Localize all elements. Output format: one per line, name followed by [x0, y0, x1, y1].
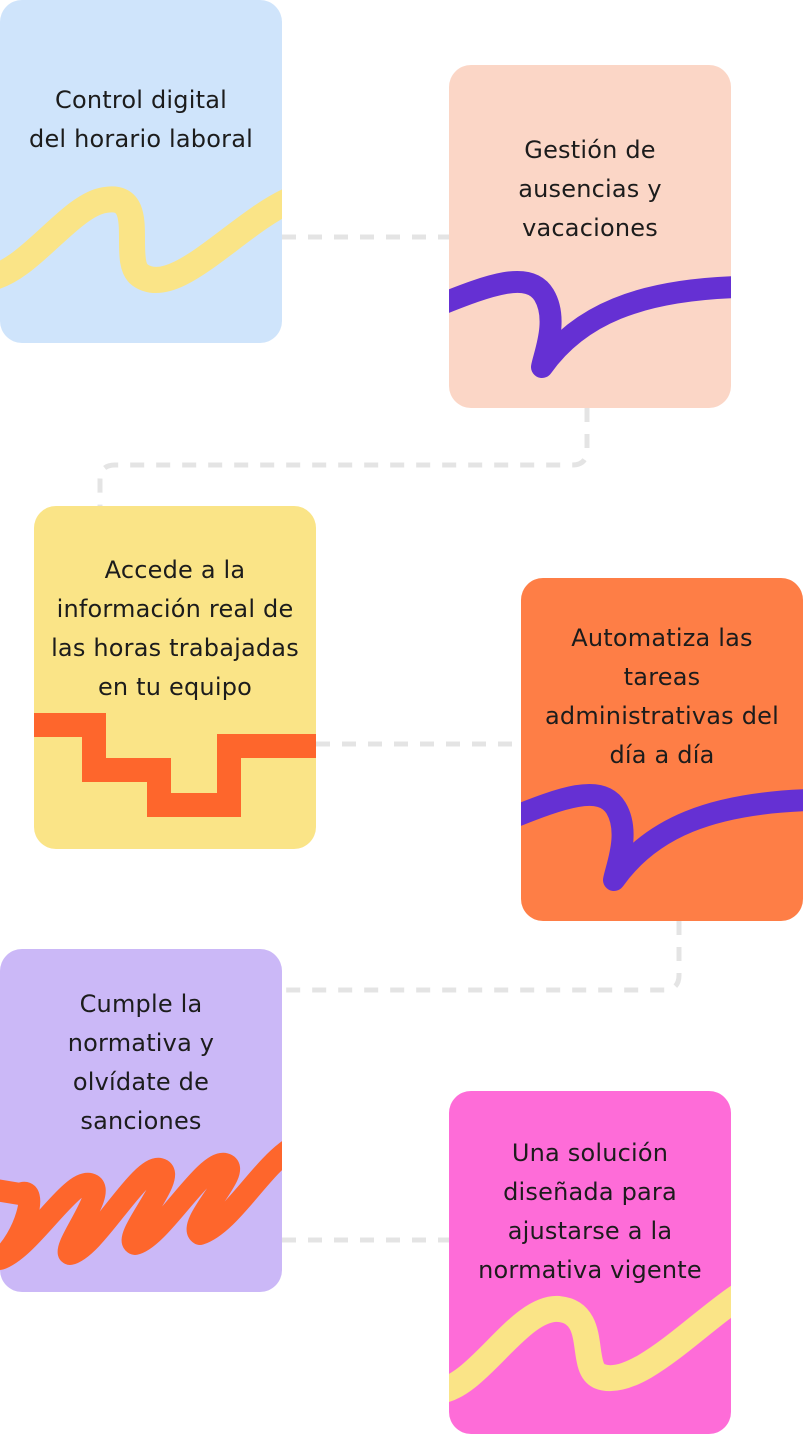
feature-card-absences: Gestión de ausencias y vacaciones — [449, 65, 731, 408]
swoosh-decoration — [449, 271, 731, 378]
card-label: Gestión de ausencias y vacaciones — [518, 136, 662, 242]
card-label: Una solución diseñada para ajustarse a l… — [478, 1139, 702, 1284]
connector-4-5 — [282, 921, 682, 993]
feature-card-real-hours: Accede a la información real de las hora… — [34, 506, 316, 849]
feature-card-compliance: Cumple la normativa y olvídate de sancio… — [0, 949, 282, 1292]
steps-decoration — [34, 713, 316, 817]
card-label: Cumple la normativa y olvídate de sancio… — [67, 990, 215, 1135]
card-label: Accede a la información real de las hora… — [51, 556, 299, 701]
feature-card-regulation-solution: Una solución diseñada para ajustarse a l… — [449, 1091, 731, 1434]
squiggle-decoration — [449, 1285, 731, 1402]
feature-card-time-control: Control digital del horario laboral — [0, 0, 282, 343]
connector-2-3 — [97, 408, 590, 506]
swoosh-decoration — [521, 784, 803, 891]
squiggle-decoration — [0, 186, 282, 293]
card-label: Automatiza las tareas administrativas de… — [545, 624, 779, 769]
zigzag-decoration — [0, 1141, 282, 1270]
feature-card-automation: Automatiza las tareas administrativas de… — [521, 578, 803, 921]
card-label: Control digital del horario laboral — [29, 86, 253, 153]
